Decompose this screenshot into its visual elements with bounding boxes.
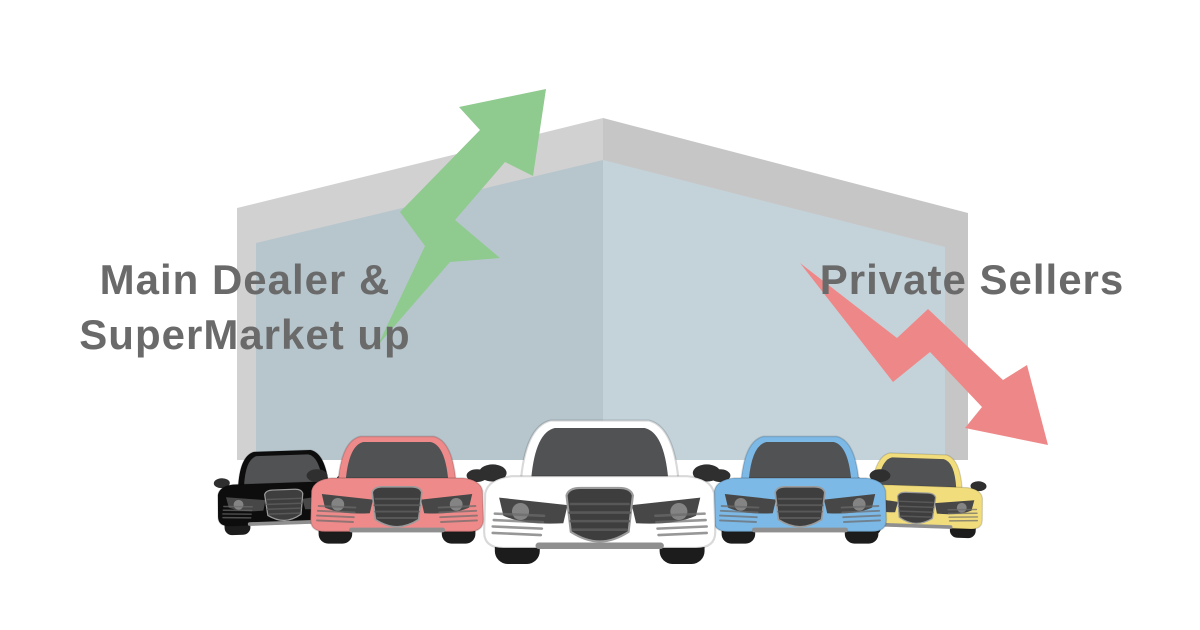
warehouse-building	[237, 118, 968, 460]
trend-down-zigzag-arrow-icon	[800, 263, 1048, 445]
main-dealer-label-line2: SuperMarket up	[79, 311, 411, 358]
private-sellers-label: Private Sellers	[819, 256, 1125, 303]
building-wall-left	[256, 160, 603, 460]
building-wall-right	[603, 160, 945, 460]
trend-up-zigzag-arrow-icon	[378, 89, 546, 345]
main-dealer-label: Main Dealer & SuperMarket up	[30, 252, 460, 362]
main-dealer-label-line1: Main Dealer &	[99, 256, 391, 303]
